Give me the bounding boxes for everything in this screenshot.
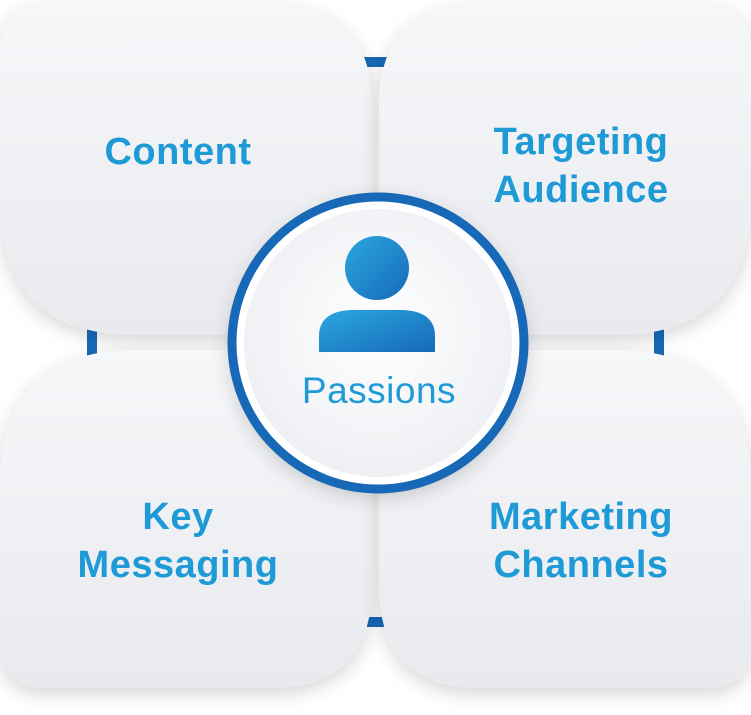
petal-label-line: Key [142,496,214,538]
petal-label-marketing-channels: Marketing Channels [428,493,734,589]
petal-label-line: Messaging [77,544,279,586]
petal-label-key-messaging: Key Messaging [30,493,326,589]
petal-label-line: Channels [493,544,669,586]
petal-label-content: Content [30,128,326,176]
center-label: Passions [301,370,457,411]
petal-label-targeting-audience: Targeting Audience [428,118,734,214]
petal-label-line: Content [104,131,252,173]
petal-label-line: Targeting [493,121,669,163]
petal-label-line: Audience [493,169,669,211]
user-icon [319,236,435,352]
petal-label-line: Marketing [489,496,673,538]
